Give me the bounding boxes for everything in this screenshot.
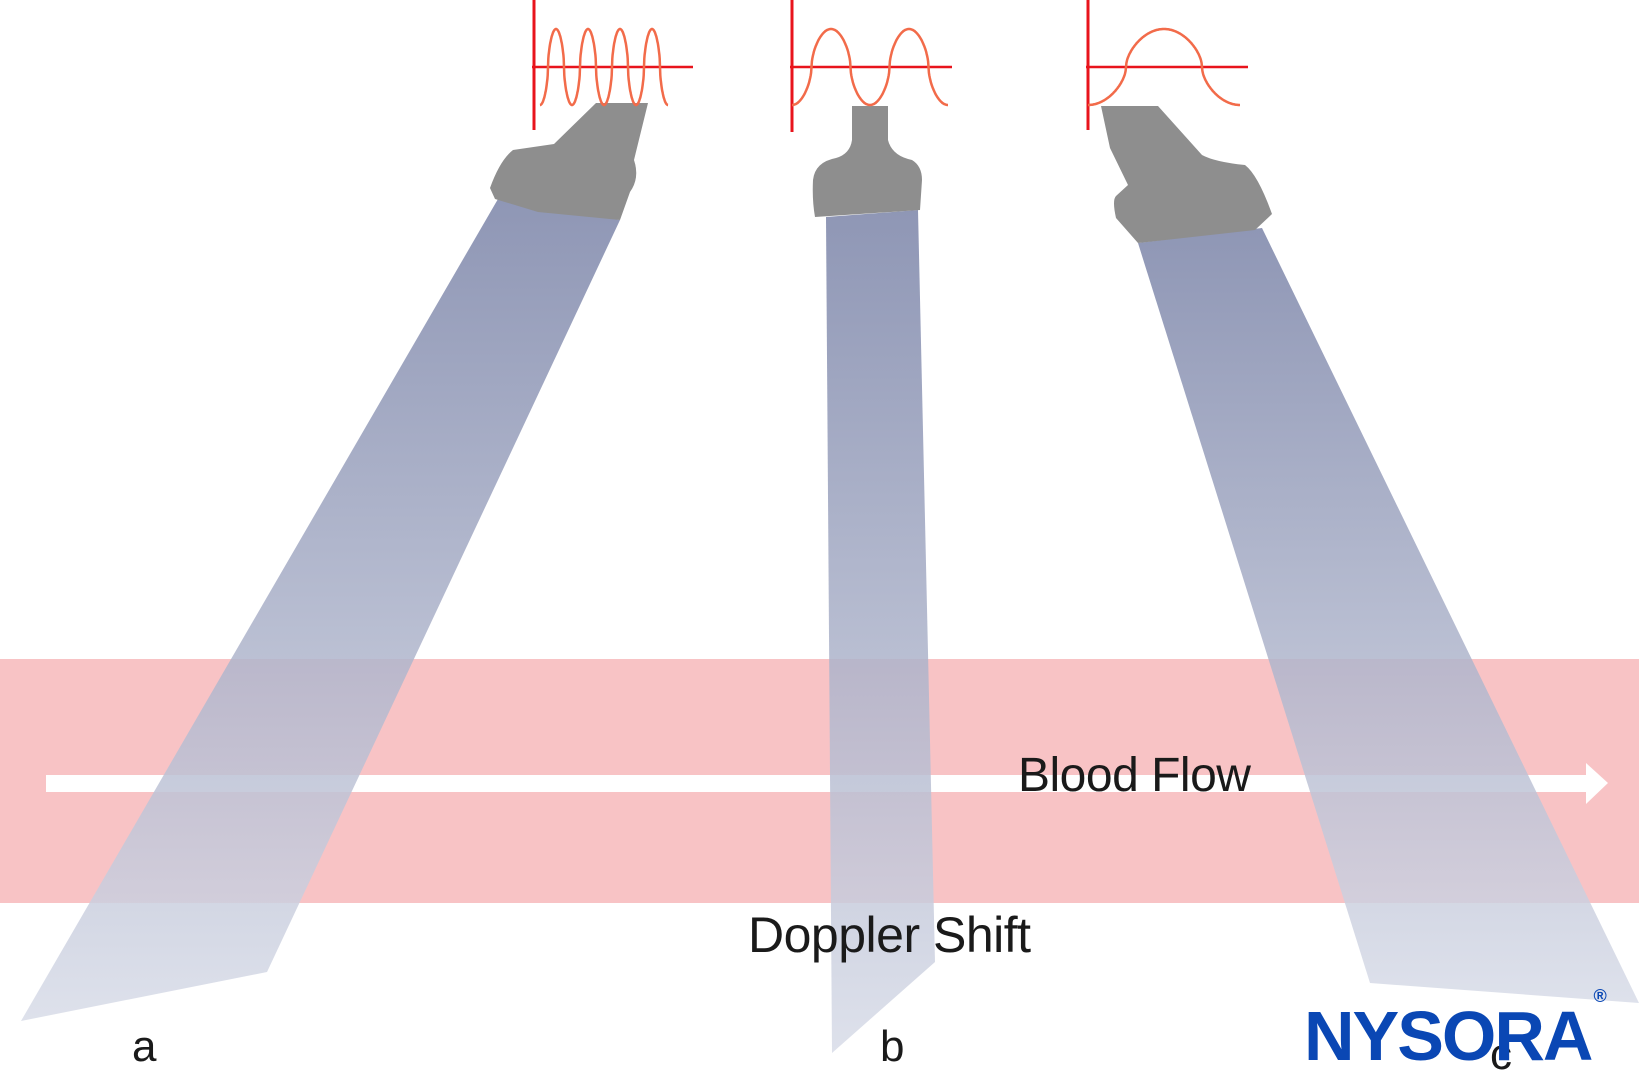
case-label-c: c <box>1490 1030 1512 1079</box>
blood-flow-arrow <box>46 763 1608 804</box>
case-label-a: a <box>132 1022 157 1071</box>
doppler-waveform-trace <box>792 27 948 107</box>
case-label-b: b <box>880 1022 905 1071</box>
probe-a <box>490 103 648 220</box>
registered-mark: ® <box>1593 985 1606 1006</box>
ultrasound-beam-a <box>21 199 620 1021</box>
doppler-waveform-trace <box>539 27 669 107</box>
doppler-shift-label: Doppler Shift <box>748 907 1031 963</box>
waveform-b <box>790 0 952 132</box>
waveform-a <box>532 0 693 130</box>
ultrasound-beam-b <box>826 210 935 1053</box>
probe-b <box>812 106 922 217</box>
logo-text: NYSORA <box>1304 997 1593 1075</box>
doppler-waveform-trace <box>1088 27 1240 107</box>
probe-c <box>1101 106 1272 243</box>
nysora-logo: NYSORA® <box>1304 986 1607 1076</box>
waveform-c <box>1086 0 1248 130</box>
blood-flow-label: Blood Flow <box>1018 749 1251 802</box>
ultrasound-beam-c <box>1138 228 1639 1003</box>
